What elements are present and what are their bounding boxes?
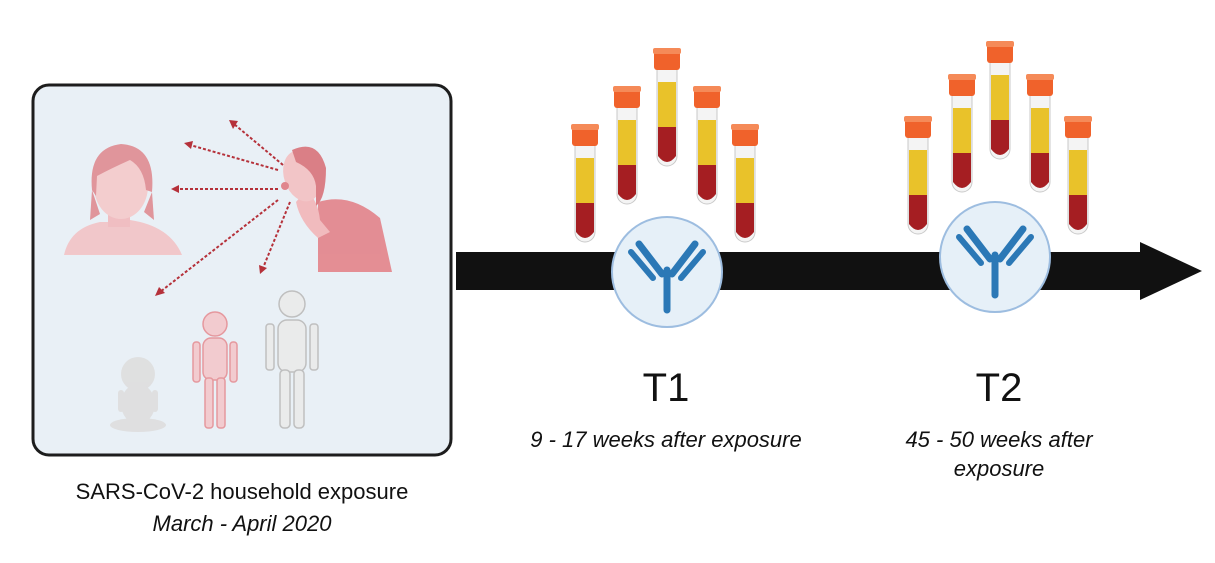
t2-sample-group (904, 41, 1092, 313)
child-figure (192, 311, 238, 429)
woman-figure (64, 144, 182, 255)
blood-tube (731, 124, 759, 243)
antibody-icon (611, 216, 723, 328)
blood-tube (904, 116, 932, 235)
t1-label: T1 (642, 366, 690, 410)
blood-tube (653, 48, 681, 167)
t2-label: T2 (975, 366, 1023, 410)
teen-figure (265, 290, 319, 429)
blood-tube (948, 74, 976, 193)
exposure-panel (31, 83, 453, 457)
t2-subtitle: 45 - 50 weeks after exposure (905, 427, 1093, 481)
t1-sample-group (571, 48, 759, 328)
baby-figure (110, 357, 166, 432)
timeline-arrow (456, 242, 1202, 300)
blood-tube (571, 124, 599, 243)
exposure-title: SARS-CoV-2 household exposure (75, 479, 409, 504)
blood-tube (1064, 116, 1092, 235)
blood-tube (986, 41, 1014, 160)
blood-tube (613, 86, 641, 205)
droplet-arrows (155, 120, 291, 296)
antibody-icon (939, 201, 1051, 313)
sneezing-person-figure (281, 146, 392, 272)
exposure-period: March - April 2020 (152, 511, 332, 536)
blood-tube (693, 86, 721, 205)
blood-tube (1026, 74, 1054, 193)
t1-subtitle: 9 - 17 weeks after exposure (530, 427, 802, 452)
